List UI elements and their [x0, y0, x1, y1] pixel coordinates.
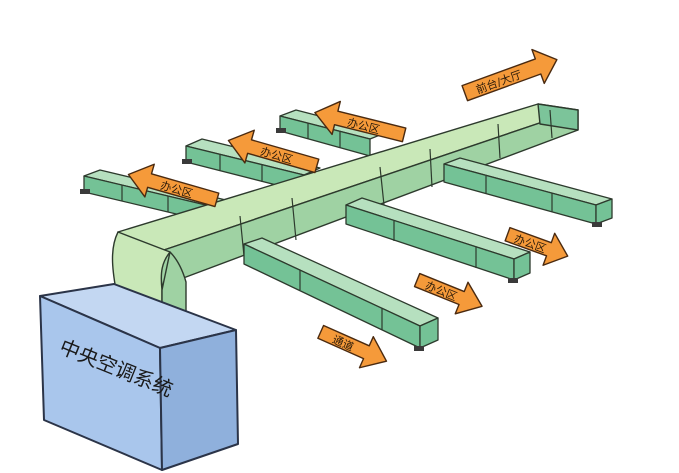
branch-duct-upper-2	[182, 138, 321, 193]
arrow-reception: 前台/大厅	[461, 48, 558, 102]
branch-duct-right-3	[243, 237, 439, 351]
branch-duct-right-2	[345, 197, 531, 283]
central-ac-unit: 中央空调系统	[39, 283, 239, 471]
branch-duct-right-1	[443, 157, 613, 227]
